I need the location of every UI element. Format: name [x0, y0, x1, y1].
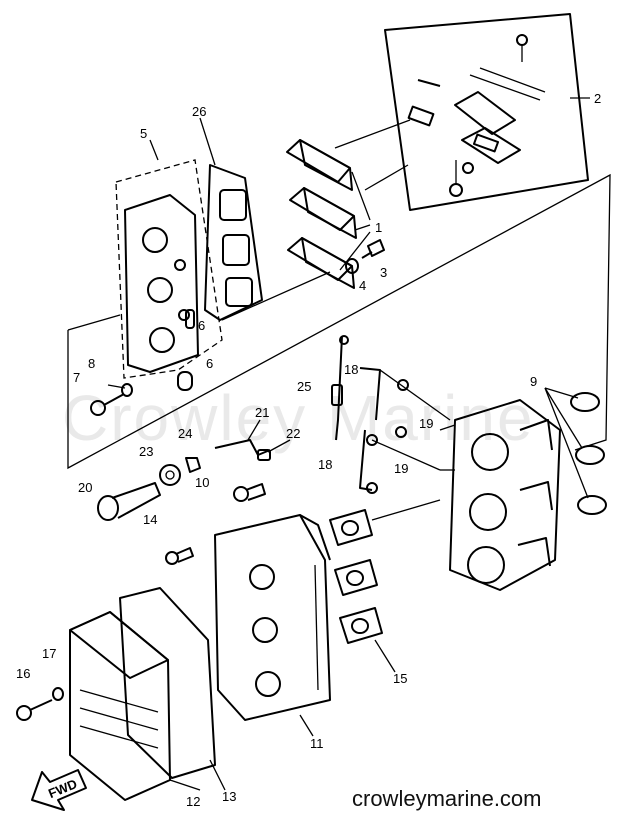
silencer-cover-12	[69, 611, 171, 801]
bolt-7	[90, 393, 125, 416]
callout-8: 8	[88, 356, 95, 371]
gasket-15	[329, 509, 383, 644]
knob-23	[159, 464, 181, 486]
callout-2: 2	[594, 91, 601, 106]
o-ring-6b	[177, 371, 193, 391]
washer-4	[345, 258, 359, 274]
bolt-14	[165, 547, 194, 565]
callout-3: 3	[380, 265, 387, 280]
callout-13: 13	[222, 789, 236, 804]
bolt-16	[16, 699, 53, 721]
clip-19	[366, 379, 409, 494]
assembly-outline	[67, 173, 611, 470]
silencer-plate-11	[214, 514, 331, 721]
callout-18a: 18	[344, 362, 358, 377]
callout-12: 12	[186, 794, 200, 809]
cap-22	[257, 449, 271, 461]
callout-4: 4	[359, 278, 366, 293]
callout-15: 15	[393, 671, 407, 686]
callout-6a: 6	[198, 318, 205, 333]
callout-17: 17	[42, 646, 56, 661]
callout-14: 14	[143, 512, 157, 527]
callout-1: 1	[375, 220, 382, 235]
callout-21: 21	[255, 405, 269, 420]
callout-9: 9	[530, 374, 537, 389]
leader-lines	[107, 117, 396, 791]
carburetor-assembly	[439, 399, 561, 591]
callout-20: 20	[78, 480, 92, 495]
hose-clamp-9	[570, 392, 607, 515]
intake-manifold-5	[115, 159, 223, 379]
callout-6b: 6	[206, 356, 213, 371]
callout-24: 24	[178, 426, 192, 441]
site-credit: crowleymarine.com	[352, 786, 542, 811]
nut-24	[185, 457, 201, 473]
link-rod-21	[214, 439, 271, 456]
dowel-pin-6a	[185, 309, 195, 329]
reed-valve-detail-box	[384, 13, 590, 211]
washer-8	[121, 383, 133, 397]
washer-17	[52, 687, 64, 701]
gasket-26	[204, 164, 263, 321]
callout-23: 23	[139, 444, 153, 459]
bolt-10	[233, 483, 266, 502]
callout-18b: 18	[318, 457, 332, 472]
callout-26: 26	[192, 104, 206, 119]
reed-valve-assembly	[286, 139, 357, 289]
callout-22: 22	[286, 426, 300, 441]
callout-11: 11	[310, 736, 324, 751]
callout-25: 25	[297, 379, 311, 394]
callout-5: 5	[140, 126, 147, 141]
callout-7: 7	[73, 370, 80, 385]
callout-19b: 19	[394, 461, 408, 476]
gasket-13	[119, 587, 216, 779]
reed-valve-exploded	[407, 34, 546, 197]
fwd-arrow-icon: FWD	[31, 769, 87, 811]
callout-19a: 19	[419, 416, 433, 431]
handle-20	[97, 482, 161, 521]
callout-10: 10	[195, 475, 209, 490]
screw-3	[361, 239, 385, 259]
fuel-hose-25	[331, 335, 349, 441]
callout-16: 16	[16, 666, 30, 681]
